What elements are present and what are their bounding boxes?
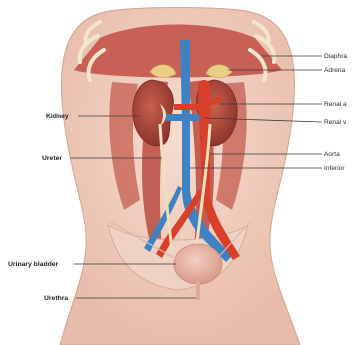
- label-inferior-vena-cava: Inferior: [324, 165, 345, 172]
- label-adrenal-gland: Adrena: [324, 67, 346, 74]
- label-ureter: Ureter: [42, 155, 62, 162]
- label-renal-artery: Renal a: [324, 101, 347, 108]
- renal-artery-left: [174, 104, 200, 110]
- label-aorta: Aorta: [324, 151, 340, 158]
- label-diaphragm: Diaphra: [324, 53, 347, 60]
- aortic-branch: [198, 90, 210, 102]
- urinary-bladder: [174, 244, 222, 284]
- label-urethra: Urethra: [44, 295, 68, 302]
- renal-vein-left: [166, 114, 186, 121]
- label-kidney: Kidney: [46, 113, 69, 120]
- label-renal-vein: Renal v: [324, 119, 347, 126]
- label-urinary-bladder: Urinary bladder: [8, 261, 59, 268]
- urethra: [196, 282, 200, 300]
